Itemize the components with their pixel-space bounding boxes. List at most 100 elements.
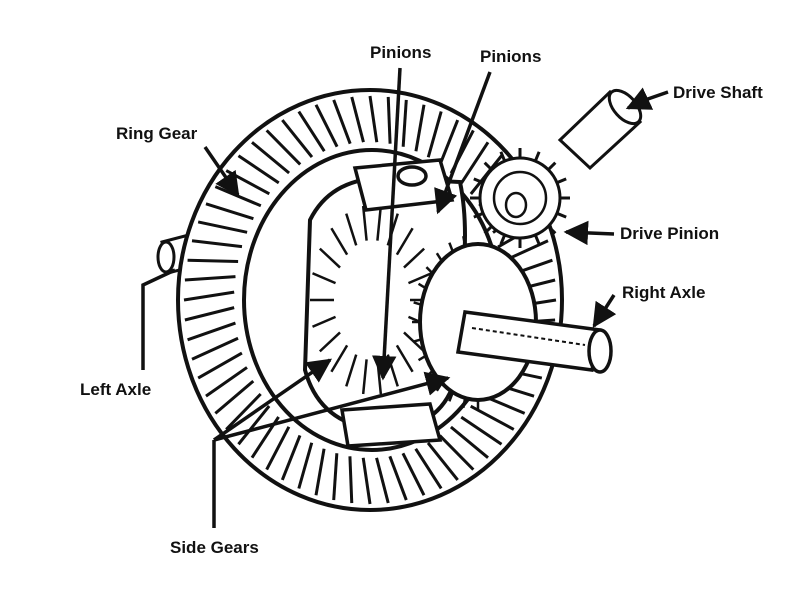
ring-gear-tooth — [297, 110, 326, 152]
leader-side-gears-b — [213, 358, 333, 442]
pinion-tooth — [473, 211, 484, 219]
side-gear-tooth — [407, 272, 432, 285]
pinion-tooth — [483, 225, 493, 235]
leader-drive-shaft — [625, 87, 669, 110]
ring-gear-tooth — [314, 104, 339, 148]
ring-gear-tooth — [401, 99, 408, 147]
label-pinions-right: Pinions — [480, 47, 542, 66]
ring-gear-tooth — [388, 455, 408, 501]
ring-gear-tooth — [368, 95, 379, 143]
ring-gear-tooth — [426, 441, 459, 481]
ring-gear-tooth — [265, 129, 302, 166]
ring-gear-tooth — [375, 457, 390, 504]
side-gear-rim-tooth — [448, 242, 455, 253]
leader-right-axle — [592, 294, 617, 329]
ring-gear-tooth — [469, 404, 515, 431]
drive-shaft — [557, 88, 643, 171]
ring-gear-tooth — [183, 290, 235, 302]
ring-gear-tooth — [386, 96, 392, 144]
side-gear-tooth — [361, 205, 368, 241]
ring-gear-tooth — [438, 434, 475, 471]
ring-gear-tooth — [205, 366, 248, 398]
side-gear-rim-tooth — [435, 252, 443, 262]
pinion-tooth — [533, 151, 541, 162]
side-gear-rim-tooth — [413, 301, 422, 306]
side-gear-rim-tooth — [448, 391, 455, 402]
pinion-tooth — [556, 211, 567, 219]
ring-gear-tooth — [237, 405, 271, 446]
ring-gear-tooth — [251, 141, 291, 175]
ring-gear-tooth — [237, 154, 280, 185]
side-gear-tooth — [330, 344, 349, 373]
side-gear-rim-tooth — [462, 397, 467, 409]
ring-gear-tooth — [214, 379, 255, 415]
right-axle-shaft — [455, 310, 613, 374]
label-ring-gear: Ring Gear — [116, 124, 198, 143]
ring-gear-tooth — [449, 425, 489, 459]
label-drive-pinion: Drive Pinion — [620, 224, 720, 243]
leader-left-axle — [141, 268, 176, 370]
pinion-blocks — [339, 158, 455, 448]
ring-gear-tooth — [191, 239, 243, 249]
side-gear-rim-tooth — [417, 354, 427, 362]
ring-gear-tooth — [187, 258, 239, 263]
side-gear-tooth — [312, 315, 337, 328]
ring-gear-tooth — [414, 104, 426, 152]
ring-gear-tooth — [438, 119, 460, 166]
ring-gear-tooth — [401, 452, 426, 496]
pinion-tooth — [499, 234, 507, 245]
ring-gear-tooth — [184, 275, 236, 282]
leader-ring-gear — [203, 146, 240, 198]
ring-gear-tooth — [348, 456, 354, 504]
ring-gear-tooth — [184, 306, 235, 322]
ring-gear-tooth — [281, 119, 314, 159]
pinion-tooth — [533, 234, 541, 245]
label-left-axle: Left Axle — [80, 380, 152, 399]
ring-gear-tooth — [225, 392, 262, 431]
ring-gear-tooth — [314, 448, 326, 496]
side-gear-tooth — [318, 247, 341, 269]
side-gear-tooth — [403, 247, 426, 269]
side-gear-tooth — [345, 354, 358, 387]
side-gear-tooth — [376, 205, 383, 241]
pinion-tooth — [499, 151, 507, 162]
leader-pinions-right — [434, 71, 492, 215]
ring-gear-tooth — [197, 220, 248, 234]
leader-lines — [141, 67, 669, 528]
ring-gear-tooth — [332, 99, 352, 145]
leader-side-gears-c — [213, 371, 451, 442]
pinion-tooth — [556, 177, 567, 185]
side-gear-tooth — [330, 227, 349, 256]
ring-gear-tooth — [280, 434, 302, 481]
side-gear-tooth — [345, 213, 358, 246]
side-gear-tooth — [395, 344, 414, 373]
pinion-tooth — [547, 225, 557, 235]
side-gear-tooth — [312, 272, 337, 285]
ring-gear-tooth — [197, 351, 243, 380]
pinion-tooth — [473, 177, 484, 185]
side-gear-rim-tooth — [425, 266, 434, 275]
ring-gear-tooth — [460, 415, 503, 446]
label-right-axle: Right Axle — [622, 283, 706, 302]
side-gear-tooth — [395, 227, 414, 256]
side-gear-tooth — [318, 331, 341, 353]
ring-gear-tooth — [460, 141, 490, 184]
ring-gear-tooth — [332, 453, 339, 501]
ring-gear-tooth — [350, 96, 365, 143]
leader-drive-pinion — [563, 220, 615, 246]
ring-gear-tooth — [187, 321, 236, 342]
ring-gear-tooth — [297, 442, 314, 489]
leader-pinions-left — [371, 67, 402, 381]
label-drive-shaft: Drive Shaft — [673, 83, 763, 102]
side-gear-rim-tooth — [413, 338, 422, 343]
ring-gear-tooth — [191, 336, 239, 361]
ring-gear-tooth — [414, 448, 443, 490]
side-gear-rim-tooth — [462, 235, 467, 247]
ring-gear-tooth — [205, 202, 254, 221]
label-side-gears: Side Gears — [170, 538, 259, 557]
pinion-tooth — [547, 161, 557, 171]
drive-pinion-gear — [470, 148, 570, 248]
pinion-tooth — [483, 161, 493, 171]
